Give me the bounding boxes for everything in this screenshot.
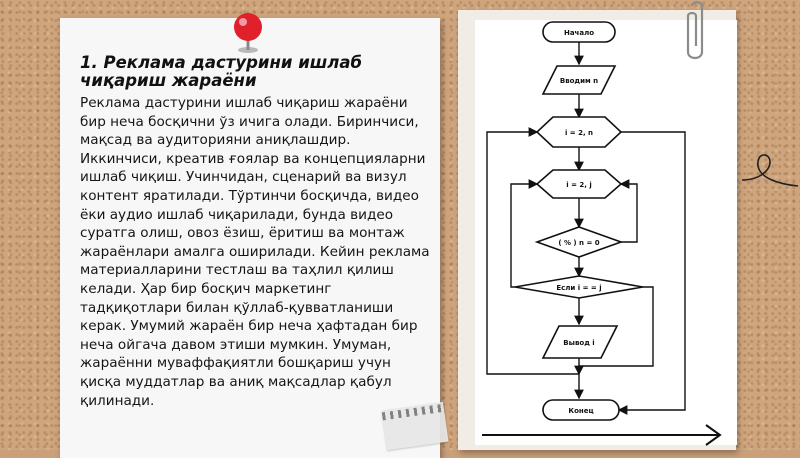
end-terminator [542, 399, 620, 421]
note-title: 1. Реклама дастурини ишлаб чиқариш жараё… [80, 53, 363, 90]
start-terminator [542, 21, 616, 43]
long-arrow-icon [482, 424, 722, 446]
condition-mod-diamond [534, 226, 624, 258]
note-body: Реклама дастурини ишлаб чиқариш жараёни … [80, 95, 430, 409]
output-parallelogram [541, 325, 619, 359]
start-label: Начало [564, 29, 594, 37]
input-label: Вводим n [560, 77, 598, 85]
tape-strip [381, 401, 449, 451]
loop-i-hexagon [535, 116, 623, 148]
condition-mod-label: ( % ) n = 0 [558, 239, 599, 247]
end-label: Конец [568, 407, 593, 415]
loop-j-label: i = 2, j [566, 181, 592, 189]
output-label: Вывод i [563, 339, 594, 347]
doodle-loop-icon [741, 154, 799, 187]
loop-j-hexagon [535, 169, 623, 199]
condition-equal-diamond [514, 275, 644, 299]
condition-equal-label: Если i = = j [556, 284, 601, 292]
loop-i-label: i = 2, n [565, 129, 593, 137]
paper-clip-icon [686, 1, 704, 60]
flowchart-area: Начало Вводим n i = 2, n i = 2, j ( % ) … [475, 20, 737, 445]
input-parallelogram [541, 65, 617, 95]
push-pin-icon [234, 13, 262, 53]
flowchart-diagram: Начало Вводим n i = 2, n i = 2, j ( % ) … [486, 21, 686, 421]
text-note-card: 1. Реклама дастурини ишлаб чиқариш жараё… [60, 18, 440, 458]
